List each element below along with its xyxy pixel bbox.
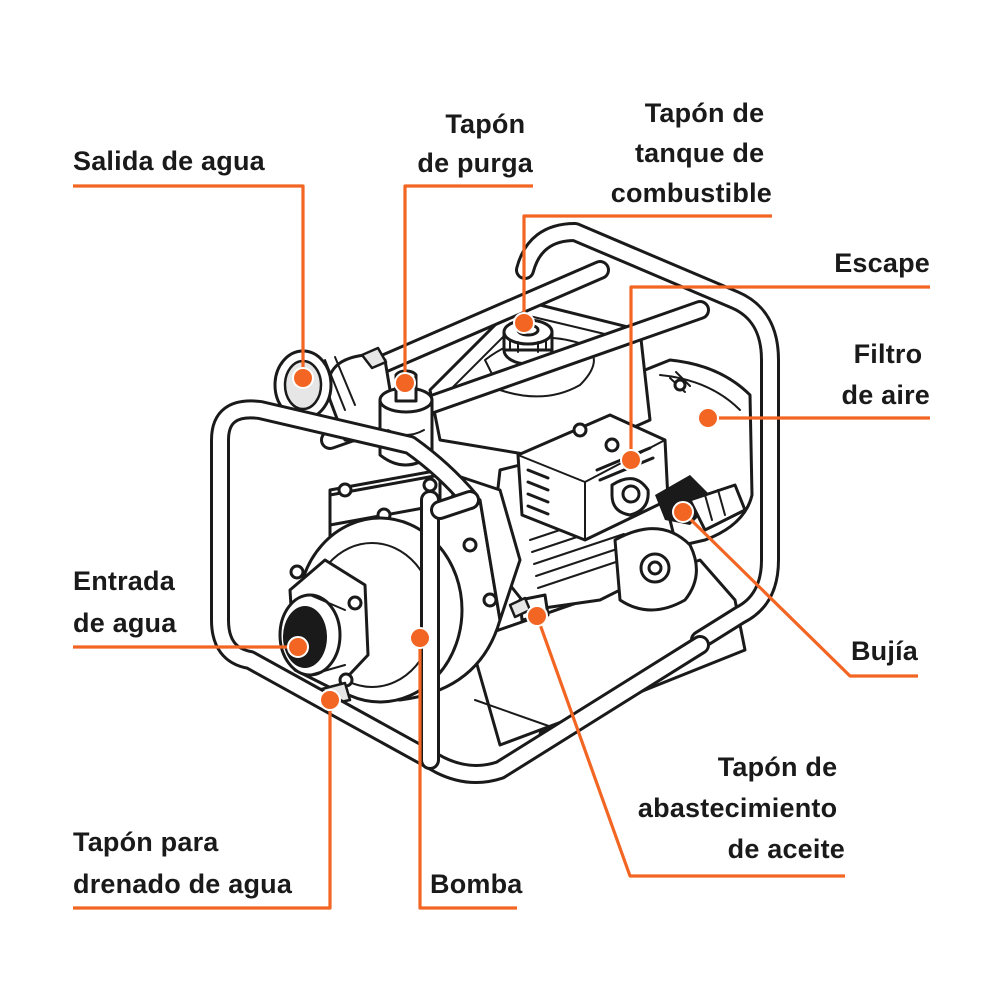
label-tapon-tanque: Tapón de tanque de combustible (611, 98, 772, 208)
label-bomba: Bomba (430, 869, 523, 899)
label-tapon-purga: Tapón de purga (417, 109, 533, 178)
leader-bomba (409, 627, 517, 910)
leader-filtro-aire (697, 407, 930, 429)
leader-tapon-drenado (73, 689, 341, 910)
label-tapon-aceite: Tapón de abastecimiento de aceite (638, 752, 845, 864)
label-bujia: Bujía (851, 636, 919, 666)
leader-escape (620, 285, 930, 471)
label-tapon-drenado: Tapón para drenado de agua (73, 827, 293, 899)
label-entrada-agua: Entrada de agua (73, 566, 183, 638)
leader-salida-agua (73, 184, 314, 389)
leader-tapon-aceite (526, 605, 845, 878)
leader-entrada-agua (73, 636, 309, 658)
leader-tapon-tanque (513, 214, 772, 334)
label-filtro-aire: Filtro de aire (842, 339, 930, 410)
label-salida-agua: Salida de agua (73, 146, 266, 176)
label-escape: Escape (834, 248, 930, 278)
leader-tapon-purga (394, 184, 533, 394)
leader-bujia (672, 501, 918, 678)
